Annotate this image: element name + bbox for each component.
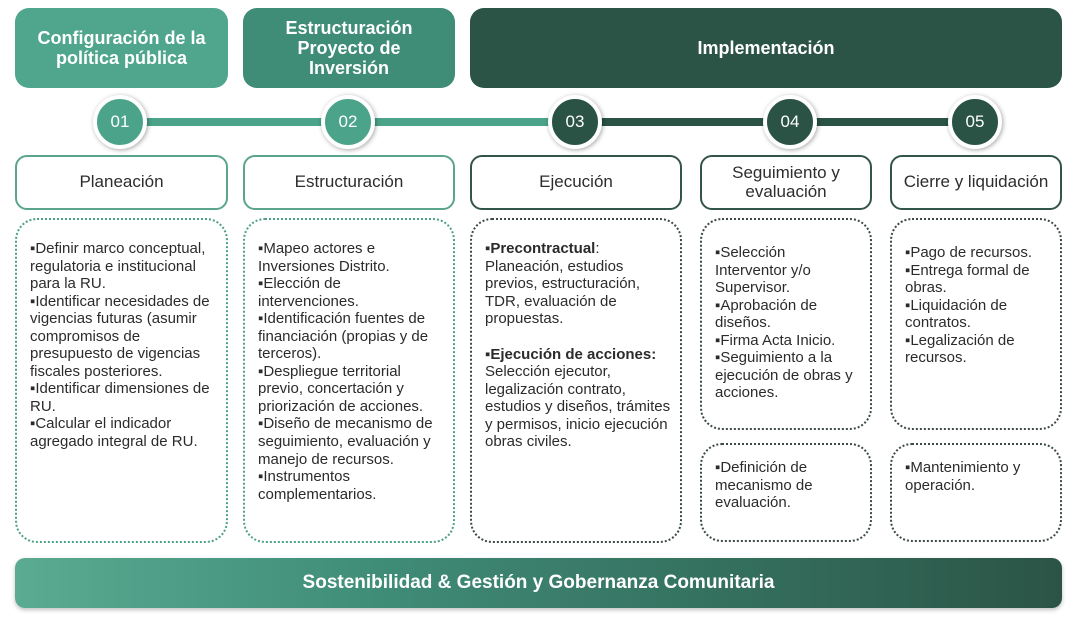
phase-title-label: Estructuración bbox=[294, 172, 404, 192]
phase-title-planeacion: Planeación bbox=[15, 155, 228, 210]
list-item: ▪Definir marco conceptual, regulatoria e… bbox=[30, 240, 206, 293]
list-item: ▪Mantenimiento y operación. bbox=[905, 459, 1021, 494]
timeline-node-number: 02 bbox=[338, 112, 358, 131]
phase-title-label: Planeación bbox=[79, 172, 164, 192]
stage-banner-implementacion: Implementación bbox=[470, 8, 1062, 88]
list-item: ▪Firma Acta Inicio. bbox=[715, 331, 836, 349]
timeline-node-number: 03 bbox=[565, 112, 585, 131]
content-box-seguimiento-1: ▪Selección Interventor y/o Supervisor. ▪… bbox=[700, 218, 872, 430]
phase-title-ejecucion: Ejecución bbox=[470, 155, 682, 210]
phase-title-label: Ejecución bbox=[539, 172, 613, 192]
list-item: ▪Seguimiento a la ejecución de obras y a… bbox=[715, 349, 853, 402]
paragraph-lead: ▪Precontractual bbox=[485, 240, 596, 257]
list-item: ▪Calcular el indicador agregado integral… bbox=[30, 415, 198, 451]
timeline-node-05: 05 bbox=[948, 95, 1002, 149]
content-box-ejecucion: ▪Precontractual: Planeación, estudios pr… bbox=[470, 218, 682, 543]
content-box-estructuracion: ▪Mapeo actores e Inversiones Distrito. ▪… bbox=[243, 218, 455, 543]
timeline-node-number: 05 bbox=[965, 112, 985, 131]
list-item: ▪Pago de recursos. bbox=[905, 244, 1033, 261]
stage-banner-configuracion-politica: Configuración de la política pública bbox=[15, 8, 228, 88]
list-item: ▪Entrega formal de obras. bbox=[905, 261, 1030, 297]
footer-banner-sostenibilidad: Sostenibilidad & Gestión y Gobernanza Co… bbox=[15, 558, 1062, 608]
stage-banner-estructuracion-proyecto: Estructuración Proyecto de Inversión bbox=[243, 8, 455, 88]
list-item: ▪Aprobación de diseños. bbox=[715, 296, 818, 332]
content-box-cierre-1: ▪Pago de recursos. ▪Entrega formal de ob… bbox=[890, 218, 1062, 430]
timeline-node-number: 01 bbox=[110, 112, 130, 131]
paragraph-body: : Planeación, estudios previos, estructu… bbox=[485, 240, 641, 328]
timeline-node-04: 04 bbox=[763, 95, 817, 149]
timeline-node-01: 01 bbox=[93, 95, 147, 149]
paragraph-ejecucion-acciones: ▪Ejecución de acciones: Selección ejecut… bbox=[485, 346, 671, 451]
content-box-planeacion: ▪Definir marco conceptual, regulatoria e… bbox=[15, 218, 228, 543]
timeline-node-03: 03 bbox=[548, 95, 602, 149]
paragraph-lead: ▪Ejecución de acciones: bbox=[485, 345, 657, 363]
list-item: ▪Selección Interventor y/o Supervisor. bbox=[715, 244, 811, 297]
phase-title-estructuracion: Estructuración bbox=[243, 155, 455, 210]
phase-title-seguimiento-evaluacion: Seguimiento y evaluación bbox=[700, 155, 872, 210]
content-box-seguimiento-2: ▪Definición de mecanismo de evaluación. bbox=[700, 443, 872, 542]
stage-banner-label: Estructuración Proyecto de Inversión bbox=[285, 17, 413, 79]
list-item: ▪Instrumentos complementarios. bbox=[258, 468, 377, 503]
list-item: ▪Elección de intervenciones. bbox=[258, 275, 359, 310]
content-box-cierre-2: ▪Mantenimiento y operación. bbox=[890, 443, 1062, 542]
list-item: ▪Diseño de mecanismo de seguimiento, eva… bbox=[258, 415, 433, 468]
stage-banner-label: Configuración de la política pública bbox=[37, 27, 206, 68]
list-item: ▪Definición de mecanismo de evaluación. bbox=[715, 459, 813, 512]
timeline-node-number: 04 bbox=[780, 112, 800, 131]
phase-title-label: Seguimiento y evaluación bbox=[732, 163, 840, 201]
stage-banner-label: Implementación bbox=[697, 37, 835, 58]
list-item: ▪Mapeo actores e Inversiones Distrito. bbox=[258, 240, 390, 275]
list-item: ▪Identificación fuentes de financiación … bbox=[258, 310, 429, 363]
paragraph-precontractual: ▪Precontractual: Planeación, estudios pr… bbox=[485, 240, 671, 328]
list-item: ▪Liquidación de contratos. bbox=[905, 296, 1008, 332]
footer-banner-label: Sostenibilidad & Gestión y Gobernanza Co… bbox=[302, 572, 775, 593]
list-item: ▪Identificar dimensiones de RU. bbox=[30, 380, 210, 415]
list-item: ▪Identificar necesidades de vigencias fu… bbox=[30, 292, 210, 380]
timeline-node-02: 02 bbox=[321, 95, 375, 149]
paragraph-body: Selección ejecutor, legalización contrat… bbox=[485, 363, 671, 451]
list-item: ▪Despliegue territorial previo, concerta… bbox=[258, 362, 424, 415]
phase-title-label: Cierre y liquidación bbox=[903, 172, 1049, 192]
phase-title-cierre-liquidacion: Cierre y liquidación bbox=[890, 155, 1062, 210]
list-item: ▪Legalización de recursos. bbox=[905, 331, 1015, 367]
